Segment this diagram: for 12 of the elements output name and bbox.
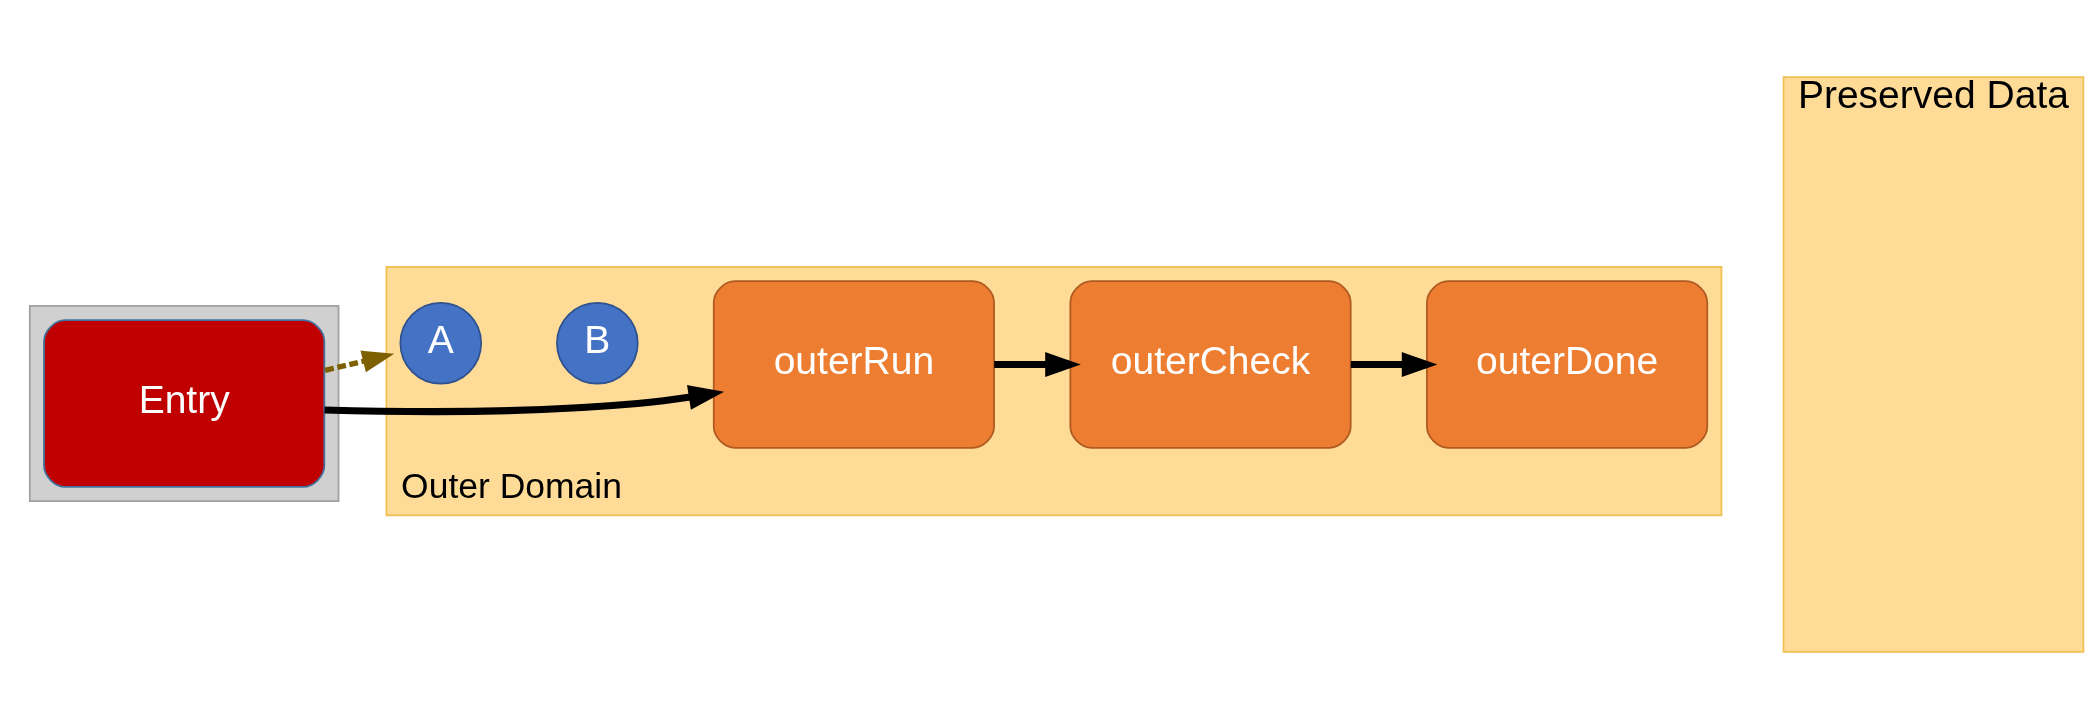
node-box: outerRun <box>712 279 995 449</box>
node-box: outerDone <box>1426 279 1709 449</box>
node-circle: B <box>556 301 639 384</box>
node-box: Preserved Data <box>1782 75 2085 653</box>
node-box: outerCheck <box>1069 279 1352 449</box>
node-box: Entry <box>43 318 326 488</box>
arrow <box>994 351 1081 377</box>
node-circle: A <box>399 301 483 384</box>
arrow <box>1350 351 1438 377</box>
cluster <box>28 304 340 502</box>
arrow <box>324 384 725 415</box>
arrow <box>324 350 395 373</box>
